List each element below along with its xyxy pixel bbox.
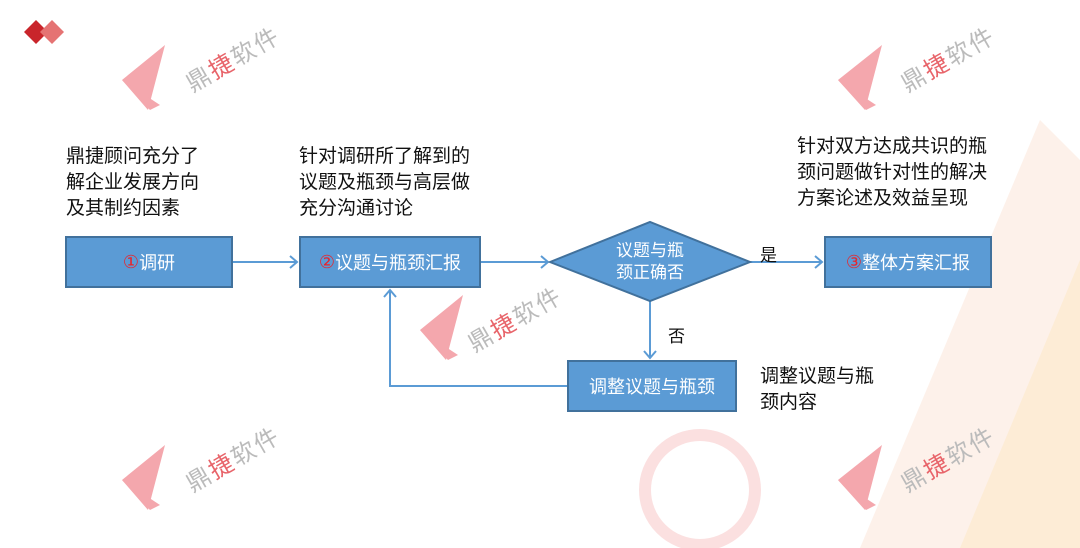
note-communicate: 针对调研所了解到的议题及瓶颈与高层做充分沟通讨论 [299,145,471,219]
decision-diamond [547,220,753,303]
decision-label: 议题与瓶颈正确否 [616,241,684,283]
note-solution: 针对双方达成共识的瓶颈问题做针对性的解决方案论述及效益呈现 [797,135,988,209]
logo-icon [24,20,64,44]
edge-label-yes: 是 [760,246,777,266]
note-adjust: 调整议题与瓶颈内容 [760,365,875,413]
step-adjust[interactable]: 调整议题与瓶颈 [567,360,737,412]
watermark-logo-icon [122,45,882,510]
connectors [233,255,824,387]
edge-label-no: 否 [668,327,685,347]
note-research: 鼎捷顾问充分了解企业发展方向及其制约因素 [66,145,200,219]
